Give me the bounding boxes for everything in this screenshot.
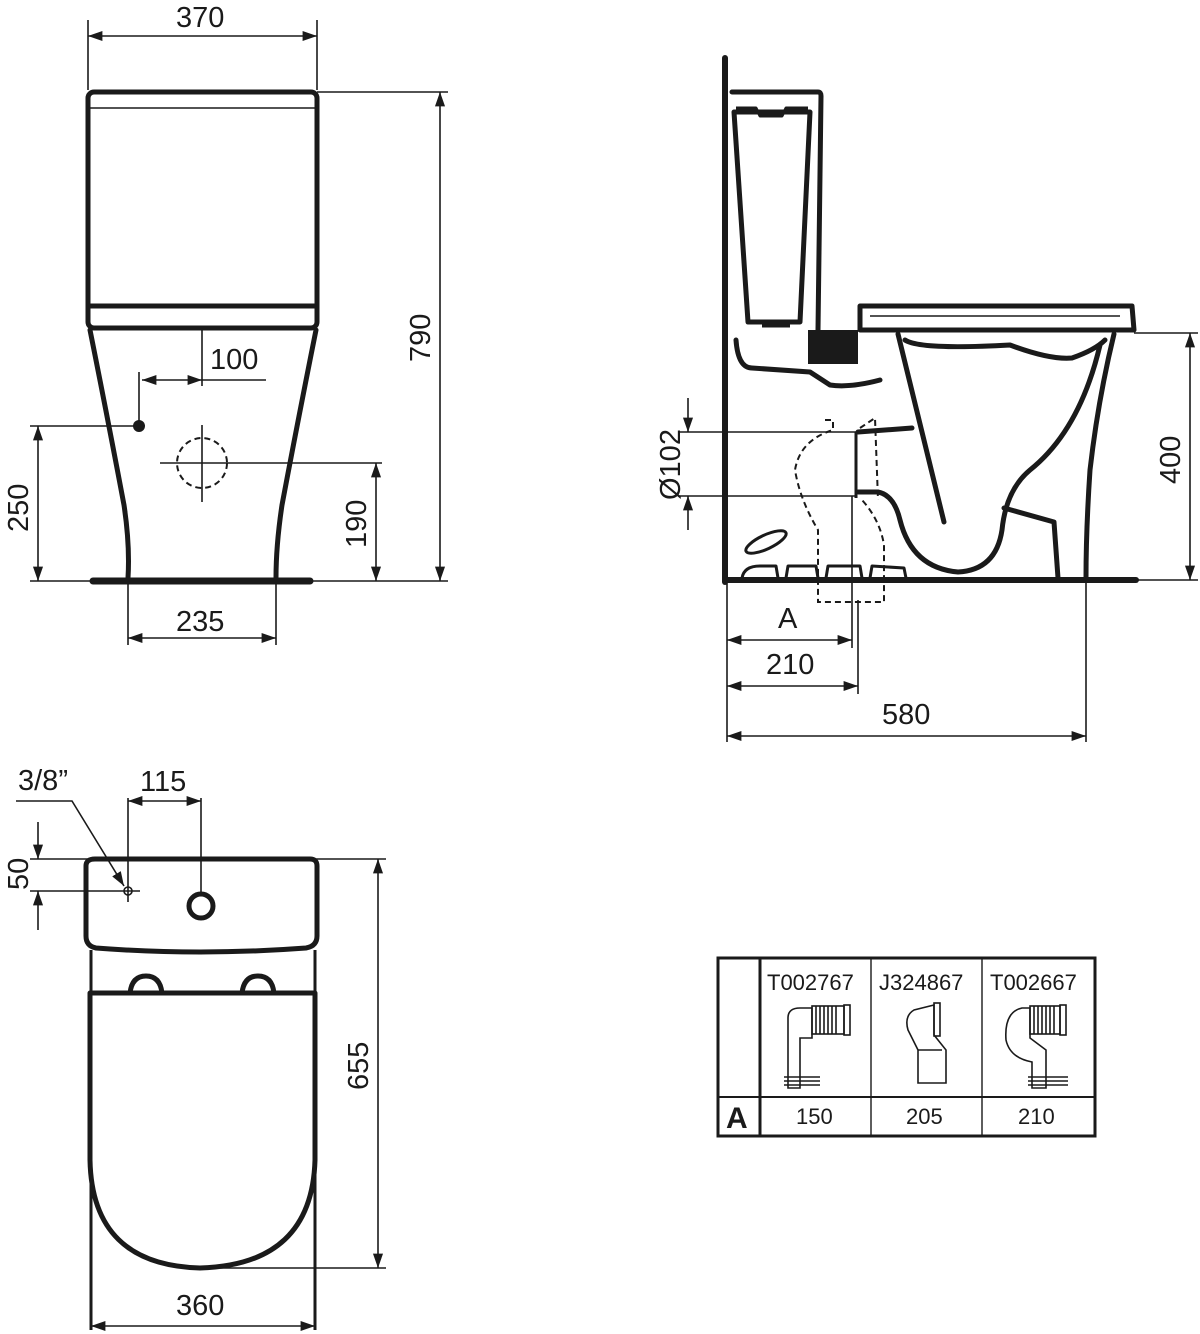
dim-base-width: 235 <box>176 606 224 638</box>
top-view: 3/8” 115 50 655 360 <box>3 765 386 1332</box>
dim-seat-height: 400 <box>1155 436 1187 484</box>
dim-outlet-diameter: Ø102 <box>655 429 687 500</box>
connector-code-3: T002667 <box>990 970 1077 995</box>
dim-a-label: A <box>778 603 798 635</box>
side-bowl <box>895 331 1117 581</box>
connector-table: A T002767 J324867 T002667 150 205 210 <box>716 956 1097 1138</box>
swan-neck-pan-connector-icon <box>1005 1004 1068 1089</box>
dim-width-total: 360 <box>176 1290 224 1322</box>
table-row-label: A <box>726 1102 748 1135</box>
dim-depth-total-side: 580 <box>882 699 930 731</box>
top-cistern <box>83 856 320 955</box>
connector-code-1: T002767 <box>767 970 854 995</box>
dim-depth-total-top: 655 <box>343 1042 375 1090</box>
side-view: Ø102 400 A 210 580 <box>655 55 1198 742</box>
dim-inlet-from-back: 50 <box>3 858 35 890</box>
connector-value-2: 205 <box>906 1104 943 1129</box>
dim-inlet-thread: 3/8” <box>18 765 68 797</box>
front-pan <box>87 327 319 581</box>
dim-height-total: 790 <box>405 314 437 362</box>
offset-pan-connector-icon <box>906 1002 947 1084</box>
dim-inlet-spacing: 115 <box>140 766 186 798</box>
front-view: 100 370 790 250 190 235 <box>3 2 448 645</box>
dim-inlet-height: 250 <box>3 484 35 532</box>
flush-button <box>186 891 216 921</box>
connector-code-2: J324867 <box>879 970 963 995</box>
connector-value-1: 150 <box>796 1104 833 1129</box>
front-cistern <box>85 89 320 331</box>
dim-inlet-offset: 100 <box>210 344 258 376</box>
side-seat <box>857 303 1137 333</box>
top-seat <box>87 990 318 1271</box>
connector-value-3: 210 <box>1018 1104 1055 1129</box>
dim-width-top: 370 <box>176 2 224 34</box>
elbow-pan-connector-icon <box>784 1004 851 1089</box>
dim-outlet-to-wall: 210 <box>766 649 814 681</box>
side-cistern <box>729 89 824 333</box>
dim-outlet-height: 190 <box>341 500 373 548</box>
hidden-pan-connector <box>793 416 885 603</box>
